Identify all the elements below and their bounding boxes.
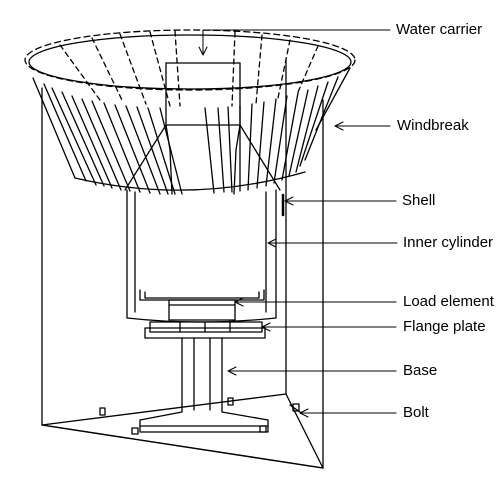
- label-shell: Shell: [402, 192, 436, 209]
- arrow-bolt: [299, 408, 309, 418]
- windbreak-funnel: [24, 29, 356, 195]
- label-bolt: Bolt: [403, 404, 429, 421]
- bolt: [289, 403, 301, 413]
- base-column: [99, 337, 269, 435]
- arrow-shell: [284, 196, 294, 206]
- arrow-flange-plate: [261, 322, 271, 332]
- label-flange-plate: Flange plate: [403, 318, 486, 335]
- water-carrier: [124, 62, 281, 195]
- load-element: [168, 299, 236, 321]
- label-inner-cylinder: Inner cylinder: [403, 234, 494, 251]
- label-base: Base: [403, 362, 438, 379]
- flange-plate: [144, 321, 266, 339]
- leader-lines: [198, 29, 398, 418]
- arrow-base: [227, 366, 237, 376]
- leader-water-carrier: [202, 29, 391, 56]
- label-windbreak: Windbreak: [397, 117, 469, 134]
- arrow-inner-cylinder: [267, 238, 277, 248]
- arrow-windbreak: [334, 121, 344, 131]
- label-load-element: Load element: [403, 293, 494, 310]
- shell: [41, 59, 324, 469]
- arrow-water-carrier: [198, 46, 208, 56]
- arrow-load-element: [234, 297, 244, 307]
- label-water-carrier: Water carrier: [396, 21, 483, 38]
